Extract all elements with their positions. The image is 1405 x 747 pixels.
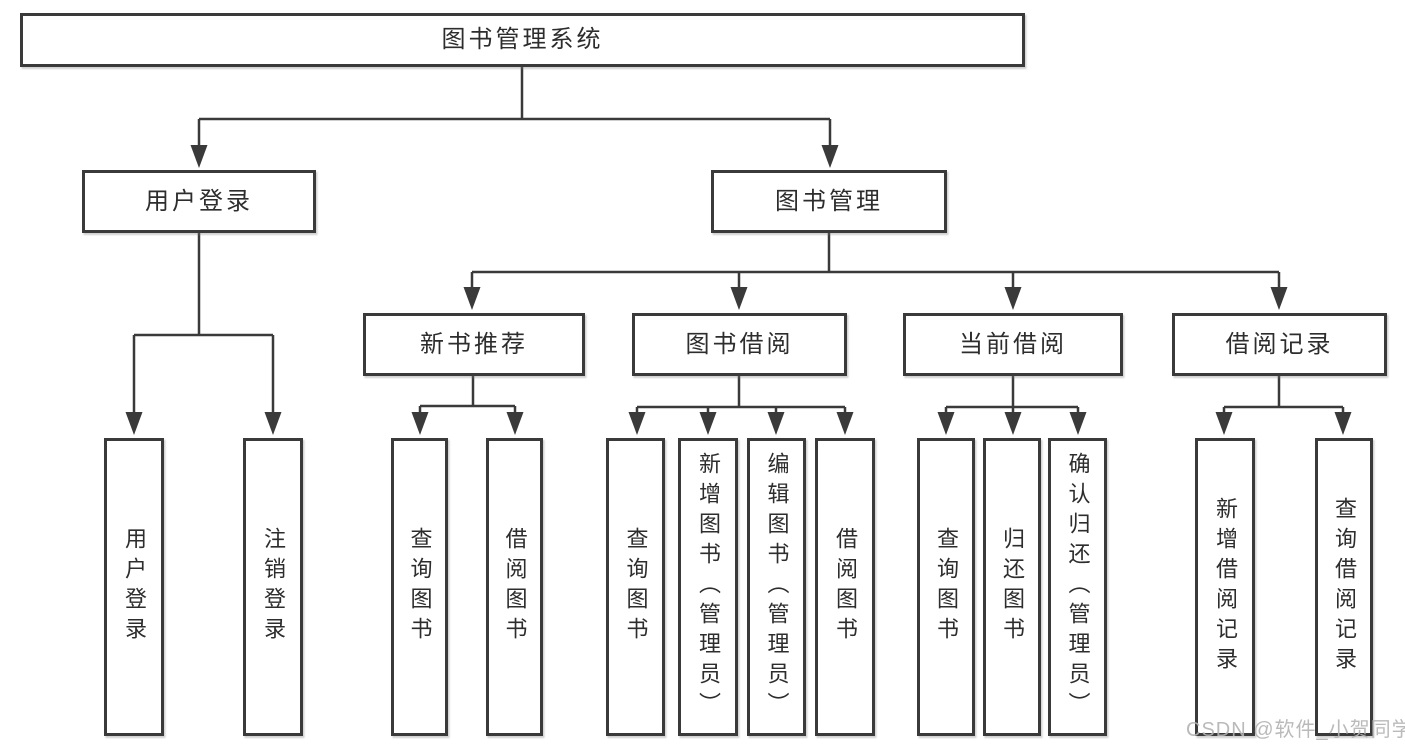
leaf-logout: 注销登录: [243, 438, 303, 736]
leaf-query-borrow-record: 查询借阅记录: [1315, 438, 1373, 736]
leaf-query-books-borrow-label: 查询图书: [623, 527, 649, 647]
leaf-edit-book-admin: 编辑图书（管理员）: [747, 438, 806, 736]
leaf-user-login: 用户登录: [104, 438, 164, 736]
node-current-borrow: 当前借阅: [903, 313, 1123, 376]
node-user-login: 用户登录: [82, 170, 316, 233]
leaf-query-books-current-label: 查询图书: [934, 527, 959, 647]
node-new-book-recommend-label: 新书推荐: [420, 330, 528, 358]
leaf-borrow-books-label: 借阅图书: [833, 527, 858, 647]
node-root-label: 图书管理系统: [441, 26, 604, 53]
leaf-user-login-label: 用户登录: [122, 527, 147, 647]
leaf-confirm-return-admin: 确认归还（管理员）: [1048, 438, 1107, 736]
leaf-query-books-current: 查询图书: [917, 438, 975, 736]
leaf-query-borrow-record-label: 查询借阅记录: [1332, 497, 1357, 677]
node-user-login-label: 用户登录: [145, 187, 253, 215]
leaf-query-books-recommend-label: 查询图书: [407, 527, 433, 647]
leaf-add-borrow-record: 新增借阅记录: [1195, 438, 1255, 736]
node-book-borrow-label: 图书借阅: [685, 330, 794, 358]
node-book-management-label: 图书管理: [775, 187, 883, 215]
node-new-book-recommend: 新书推荐: [363, 313, 585, 376]
node-book-borrow: 图书借阅: [632, 313, 847, 376]
leaf-add-book-admin: 新增图书（管理员）: [678, 438, 738, 736]
leaf-borrow-books-recommend-label: 借阅图书: [502, 527, 528, 647]
leaf-query-books-borrow: 查询图书: [606, 438, 665, 736]
leaf-borrow-books-recommend: 借阅图书: [486, 438, 543, 736]
arrowheads: [125, 145, 1352, 435]
leaf-return-book: 归还图书: [983, 438, 1041, 736]
node-current-borrow-label: 当前借阅: [959, 330, 1067, 358]
leaf-edit-book-admin-label: 编辑图书（管理员）: [764, 452, 790, 722]
leaf-return-book-label: 归还图书: [1000, 527, 1025, 647]
leaf-query-books-recommend: 查询图书: [391, 438, 448, 736]
leaf-borrow-books: 借阅图书: [815, 438, 875, 736]
leaf-confirm-return-admin-label: 确认归还（管理员）: [1065, 452, 1091, 722]
node-borrow-records-label: 借阅记录: [1225, 330, 1334, 358]
leaf-add-book-admin-label: 新增图书（管理员）: [696, 452, 721, 722]
node-root: 图书管理系统: [20, 13, 1025, 67]
watermark: CSDN @软件_小贺同学: [1186, 719, 1405, 741]
node-borrow-records: 借阅记录: [1172, 313, 1387, 376]
node-book-management: 图书管理: [711, 170, 947, 233]
leaf-logout-label: 注销登录: [261, 527, 286, 647]
leaf-add-borrow-record-label: 新增借阅记录: [1213, 497, 1238, 677]
